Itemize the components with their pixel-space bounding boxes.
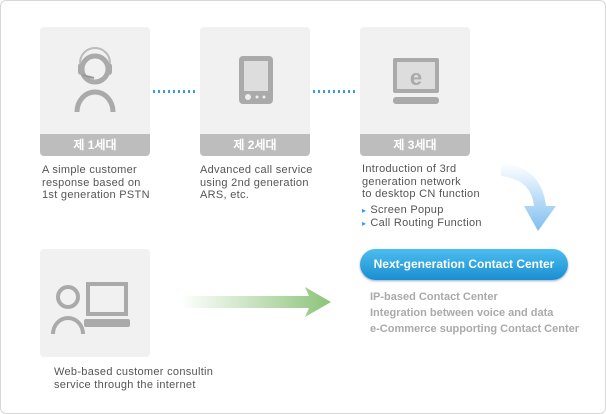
generation-3-label: 제 3세대 [360, 134, 470, 156]
curved-arrow-icon [501, 163, 556, 231]
generation-2-description: Advanced call service using 2nd generati… [200, 164, 313, 202]
desc-line: to desktop CN function [362, 188, 480, 200]
next-generation-features: IP-based Contact Center Integration betw… [370, 289, 579, 337]
desc-line: using 2nd generation [200, 176, 309, 189]
web-description: Web-based customer consultin service thr… [54, 366, 213, 391]
bullet-text: Screen Popup [370, 203, 444, 216]
bullet-icon: ▸ [362, 218, 367, 228]
feature-line: Integration between voice and data [370, 307, 554, 319]
dotted-connector [153, 90, 197, 93]
e-monitor-icon: e [393, 58, 439, 104]
generation-2-label: 제 2세대 [200, 134, 310, 156]
dotted-connector [313, 90, 357, 93]
generation-2-card: 제 2세대 [200, 27, 310, 156]
headset-agent-icon [74, 47, 116, 113]
desc-line: service through the internet [54, 378, 196, 391]
bullet-item: ▸Call Routing Function [362, 217, 482, 230]
generation-1-description: A simple customer response based on 1st … [42, 164, 150, 202]
feature-line: e-Commerce supporting Contact Center [370, 323, 580, 335]
agent-computer-icon [51, 282, 130, 335]
bullet-text: Call Routing Function [370, 216, 482, 229]
desc-line: 1st generation PSTN [42, 189, 150, 201]
bullet-item: ▸Screen Popup [362, 204, 482, 217]
generation-3-description: Introduction of 3rd generation network t… [362, 163, 482, 230]
desc-line: ARS, etc. [200, 189, 250, 201]
svg-text:e: e [410, 65, 422, 90]
next-generation-contact-center-button[interactable]: Next-generation Contact Center [360, 249, 568, 280]
green-arrow-icon [181, 287, 331, 317]
desc-line: Web-based customer consultin [54, 366, 214, 378]
desc-line: Introduction of 3rd [362, 163, 457, 175]
web-generation-card [40, 249, 150, 357]
desc-line: response based on [42, 176, 141, 189]
desc-line: A simple customer [42, 164, 137, 176]
generation-1-label: 제 1세대 [40, 134, 150, 156]
desc-line: Advanced call service [200, 164, 313, 176]
generation-3-card: e 제 3세대 [360, 27, 470, 156]
desc-line: generation network [362, 175, 461, 188]
bullet-icon: ▸ [362, 205, 367, 215]
feature-line: IP-based Contact Center [370, 291, 498, 303]
phone-device-icon [239, 56, 273, 104]
generation-1-card: 제 1세대 [40, 27, 150, 156]
